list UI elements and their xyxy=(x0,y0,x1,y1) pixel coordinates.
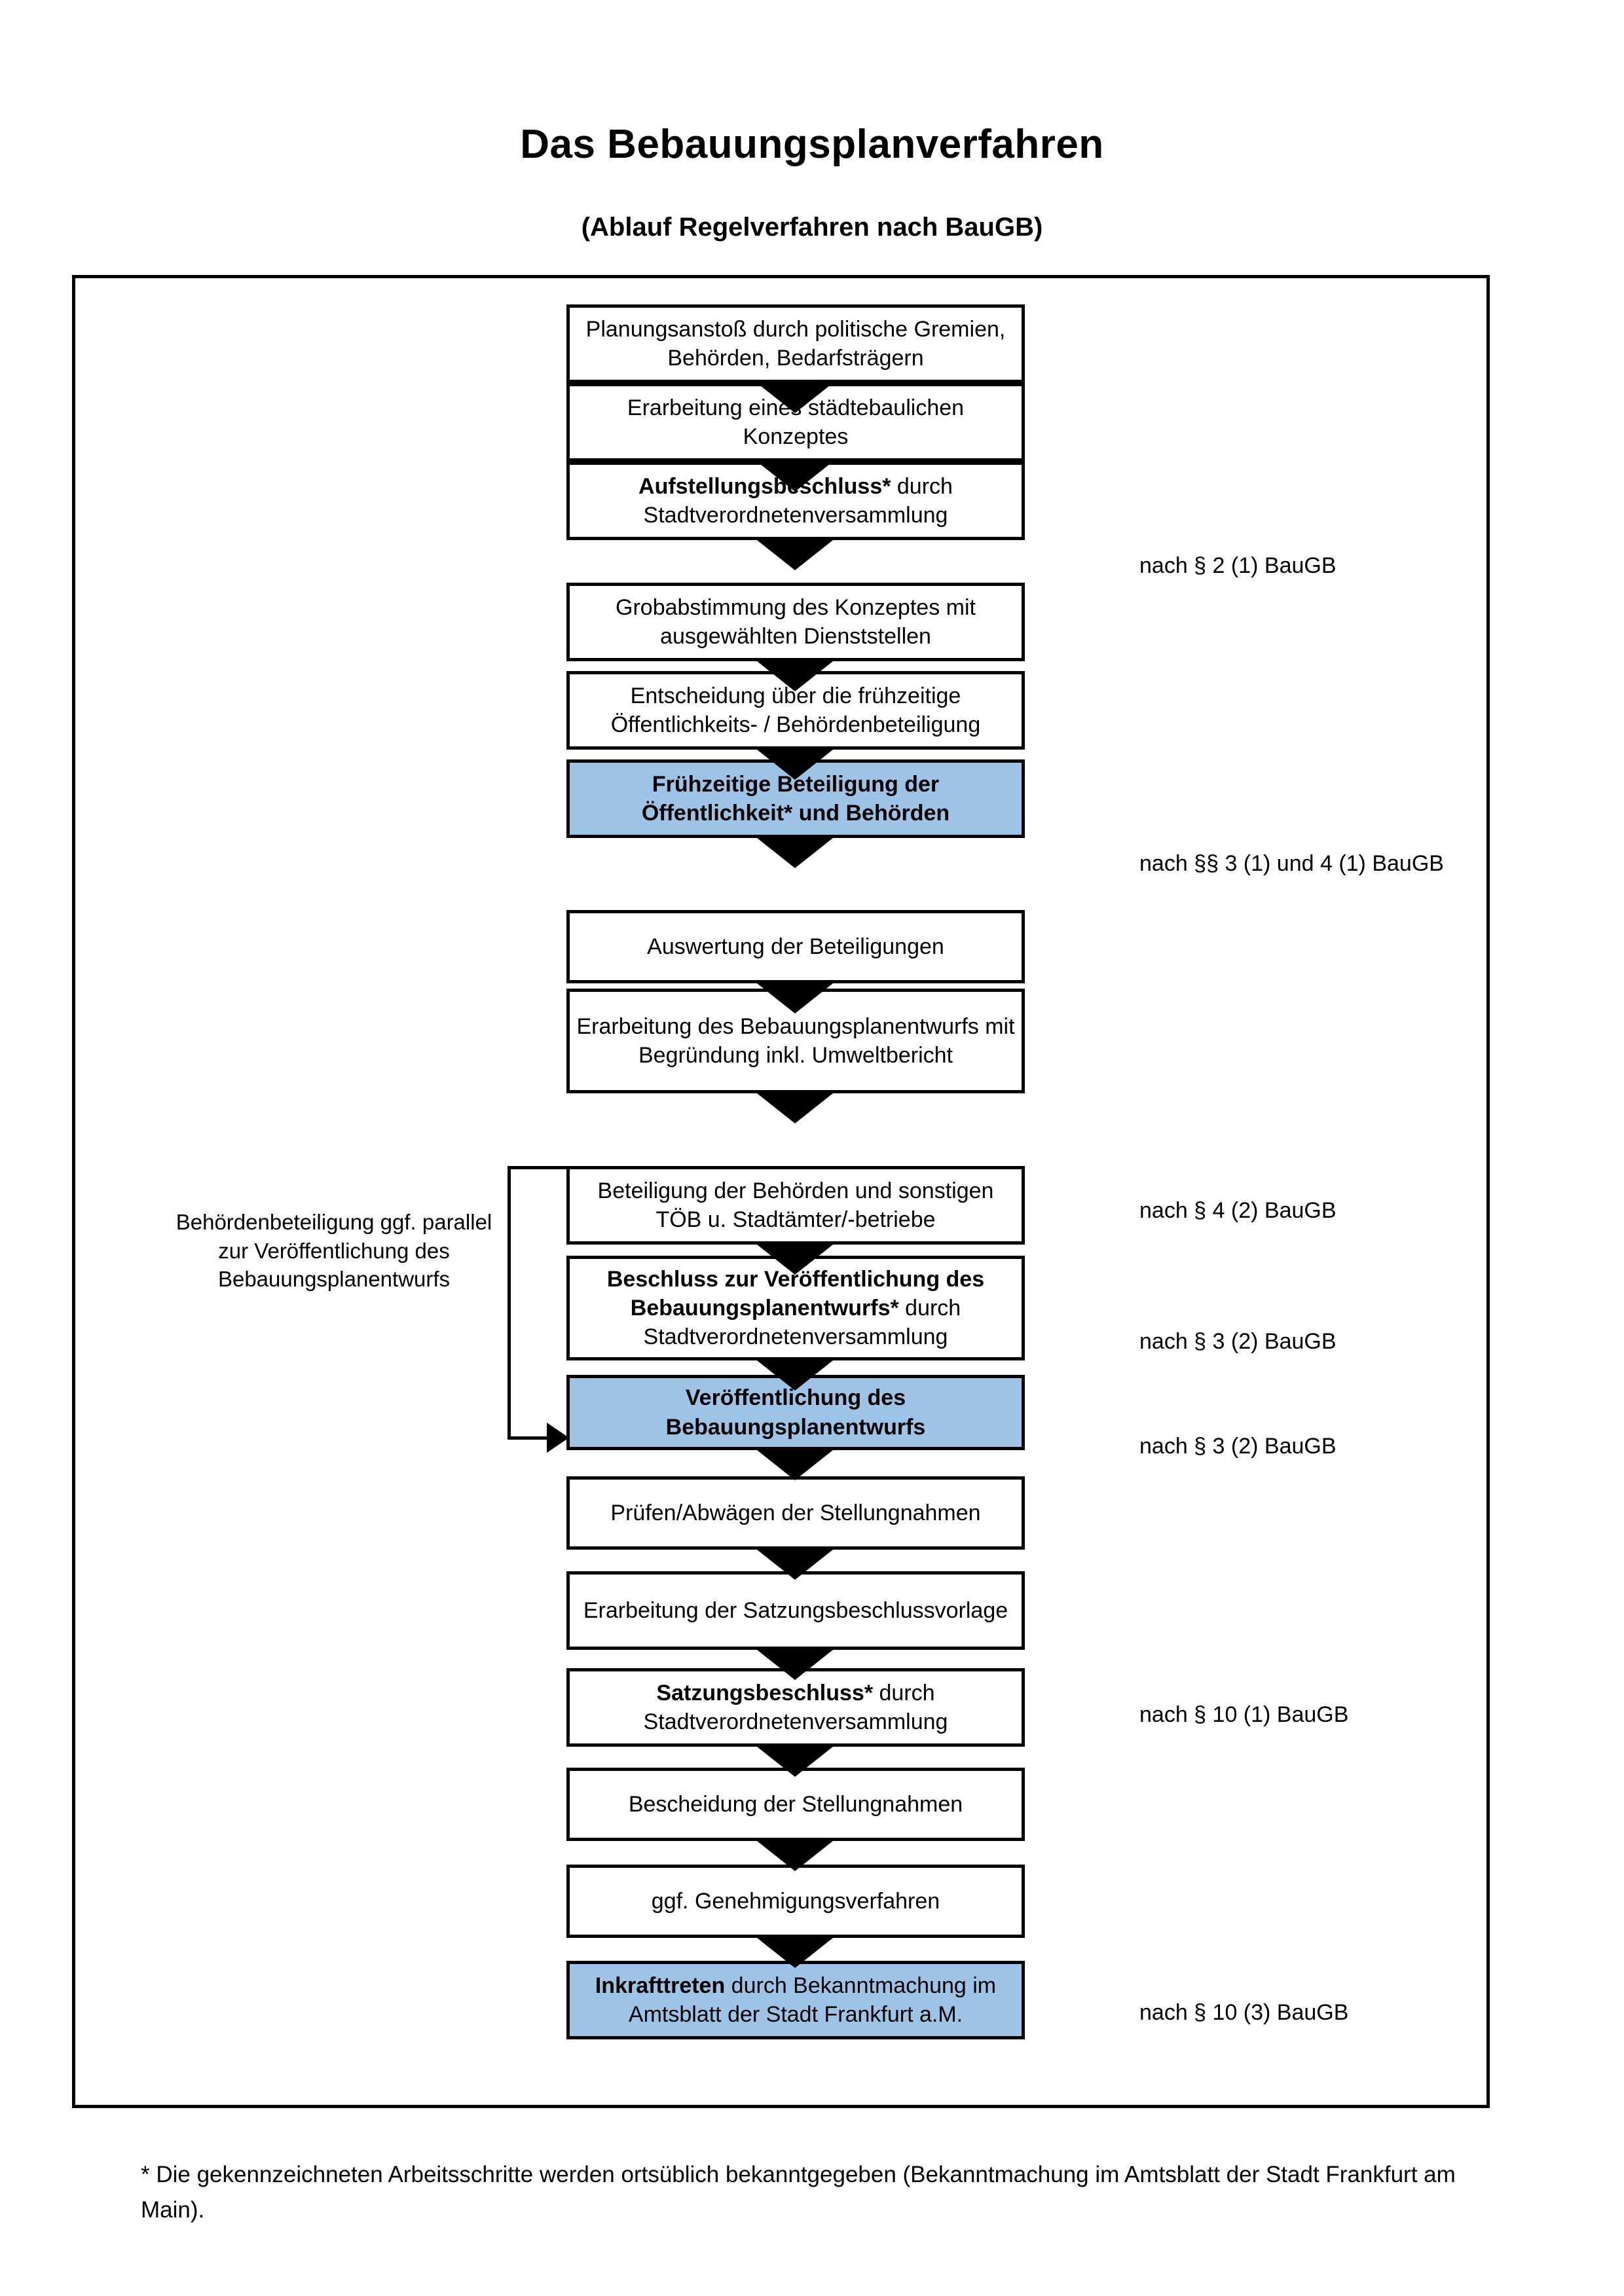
flow-step-text: Grobabstimmung des Konzeptes mit ausgewä… xyxy=(616,594,976,649)
flow-arrow-down-icon xyxy=(757,750,833,780)
flow-step-auswertung-beteiligungen[interactable]: Auswertung der Beteiligungen xyxy=(566,910,1025,983)
flow-step-text-rest: durch Stadtverordnetenversammlung xyxy=(643,473,953,528)
flow-step-text-rest: durch Stadtverordnetenversammlung xyxy=(643,1295,961,1350)
flow-step-text: Beteiligung der Behörden und sonstigen T… xyxy=(597,1178,994,1232)
flow-step-bescheidung-stellungnahmen[interactable]: Bescheidung der Stellungnahmen xyxy=(566,1768,1025,1841)
flow-arrow-down-icon xyxy=(757,1841,833,1871)
flow-step-beteiligung-behoerden-toeb[interactable]: Beteiligung der Behörden und sonstigen T… xyxy=(566,1166,1025,1245)
flow-step-text: Veröffentlichung des Bebauungsplanentwur… xyxy=(576,1383,1015,1441)
flow-step-grobabstimmung[interactable]: Grobabstimmung des Konzeptes mit ausgewä… xyxy=(566,583,1025,661)
flow-step-text-rest: durch Stadtverordnetenversammlung xyxy=(643,1680,948,1734)
flow-step-text: Auswertung der Beteiligungen xyxy=(647,934,944,959)
footnote: * Die gekennzeichneten Arbeitsschritte w… xyxy=(141,2162,1456,2223)
flow-step-text: Beschluss zur Veröffentlichung des Bebau… xyxy=(576,1265,1015,1352)
flow-step-text-bold: Inkrafttreten xyxy=(595,1973,726,1998)
flow-step-erarbeitung-satzungsvorlage[interactable]: Erarbeitung der Satzungsbeschlussvorlage xyxy=(566,1571,1025,1650)
flow-step-satzungsbeschluss[interactable]: Satzungsbeschluss* durch Stadtverordnete… xyxy=(566,1668,1025,1747)
flow-arrow-down-icon xyxy=(757,462,833,492)
flow-arrow-down-icon xyxy=(757,983,833,1013)
legal-reference-par3-2-b: nach § 3 (2) BauGB xyxy=(1139,1434,1337,1459)
flow-step-text: Erarbeitung des Bebauungsplanentwurfs mi… xyxy=(576,1013,1015,1068)
legal-reference-par2-1: nach § 2 (1) BauGB xyxy=(1139,553,1337,578)
flow-step-text: Erarbeitung der Satzungsbeschlussvorlage xyxy=(583,1597,1008,1623)
flow-arrow-down-icon xyxy=(757,661,833,691)
flow-step-text: Bescheidung der Stellungnahmen xyxy=(628,1791,963,1817)
flow-step-beschluss-veroeffentlichung[interactable]: Beschluss zur Veröffentlichung des Bebau… xyxy=(566,1256,1025,1360)
side-note-behoerdenbeteiligung: Behördenbeteiligung ggf. parallel zur Ve… xyxy=(175,1210,492,1292)
flow-step-text-bold: Beschluss zur Veröffentlichung des Bebau… xyxy=(606,1266,985,1321)
flow-step-text: Entscheidung über die frühzeitige Öffent… xyxy=(610,683,981,737)
page-title: Das Bebauungsplanverfahren xyxy=(520,122,1104,167)
legal-reference-par3-1-4-1: nach §§ 3 (1) und 4 (1) BauGB xyxy=(1139,851,1444,876)
flow-step-text: ggf. Genehmigungsverfahren xyxy=(651,1888,940,1914)
flow-arrow-down-icon xyxy=(757,1938,833,1968)
flow-arrow-down-icon xyxy=(757,1245,833,1275)
flow-step-text-bold: Frühzeitige Beteiligung der Öffentlichke… xyxy=(641,771,950,826)
flow-step-text: Inkrafttreten durch Bekanntmachung im Am… xyxy=(576,1971,1015,2029)
flow-arrow-down-icon xyxy=(757,1093,833,1123)
flow-arrow-down-icon xyxy=(757,1450,833,1480)
flow-step-pruefen-abwaegen[interactable]: Prüfen/Abwägen der Stellungnahmen xyxy=(566,1476,1025,1550)
flow-arrow-down-icon xyxy=(757,540,833,570)
feedback-connector-vertical-segment xyxy=(507,1166,511,1438)
legal-reference-par10-3: nach § 10 (3) BauGB xyxy=(1139,2000,1349,2025)
flow-arrow-down-icon xyxy=(757,1650,833,1680)
feedback-connector-top-segment xyxy=(507,1166,568,1169)
flow-step-text-rest: durch Bekanntmachung im Amtsblatt der St… xyxy=(628,1973,997,2027)
flow-step-text-bold: Satzungsbeschluss* xyxy=(656,1680,874,1705)
flow-arrow-down-icon xyxy=(757,383,833,413)
flow-step-text: Satzungsbeschluss* durch Stadtverordnete… xyxy=(576,1679,1015,1736)
feedback-connector-bottom-segment xyxy=(507,1436,548,1440)
page-subtitle: (Ablauf Regelverfahren nach BauGB) xyxy=(581,213,1043,242)
flow-step-text: Planungsanstoß durch politische Gremien,… xyxy=(585,316,1006,371)
flow-step-text: Prüfen/Abwägen der Stellungnahmen xyxy=(610,1500,981,1525)
flow-arrow-down-icon xyxy=(757,1360,833,1391)
flow-arrow-down-icon xyxy=(757,838,833,868)
flow-arrow-down-icon xyxy=(757,1747,833,1777)
flow-step-text-bold: Veröffentlichung des Bebauungsplanentwur… xyxy=(665,1385,926,1440)
legal-reference-par10-1: nach § 10 (1) BauGB xyxy=(1139,1702,1349,1727)
feedback-connector-arrowhead-icon xyxy=(547,1423,569,1453)
flow-arrow-down-icon xyxy=(757,1550,833,1580)
flow-step-genehmigungsverfahren[interactable]: ggf. Genehmigungsverfahren xyxy=(566,1865,1025,1938)
flow-step-planungsanstoss[interactable]: Planungsanstoß durch politische Gremien,… xyxy=(566,304,1025,383)
legal-reference-par4-2: nach § 4 (2) BauGB xyxy=(1139,1198,1337,1223)
flow-step-inkrafttreten[interactable]: Inkrafttreten durch Bekanntmachung im Am… xyxy=(566,1961,1025,2039)
legal-reference-par3-2-a: nach § 3 (2) BauGB xyxy=(1139,1329,1337,1354)
